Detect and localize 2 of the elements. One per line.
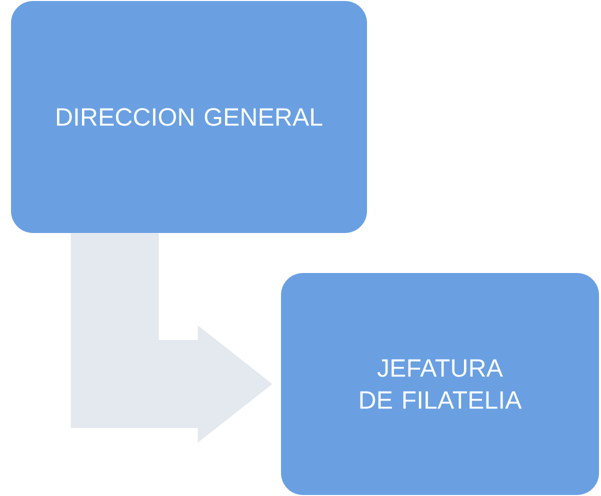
process-box: DIRECCION GENERAL [11,1,367,233]
process-box: JEFATURA DE FILATELIA [281,273,599,495]
